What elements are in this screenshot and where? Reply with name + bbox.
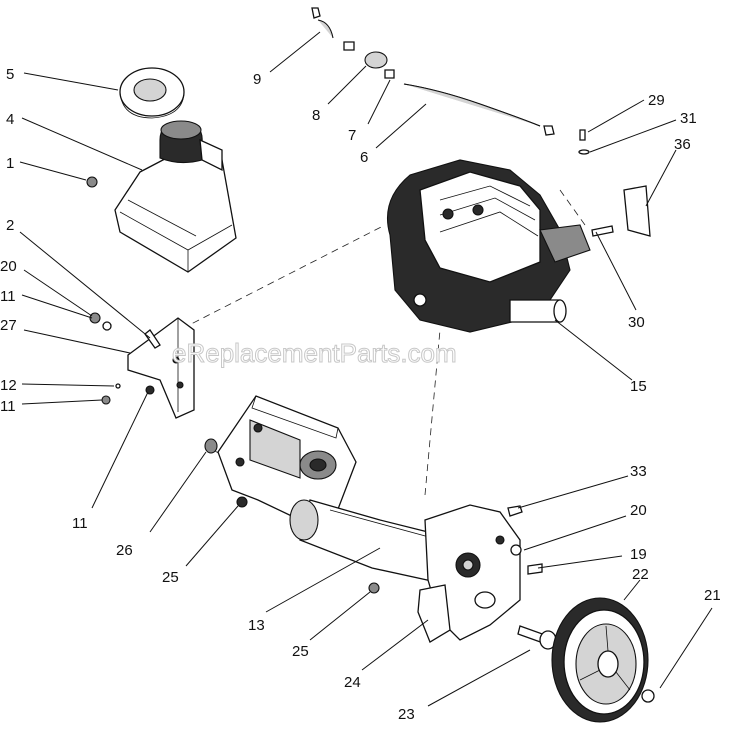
callout-19: 19 xyxy=(630,546,647,563)
callout-25-right: 25 xyxy=(292,643,309,660)
callout-20-left: 20 xyxy=(0,258,17,275)
part-24-bracket xyxy=(417,584,451,643)
callout-13: 13 xyxy=(248,617,265,634)
part-27-bracket xyxy=(127,317,195,419)
callout-12: 12 xyxy=(0,377,17,394)
right-top-hardware xyxy=(578,129,651,237)
callout-2: 2 xyxy=(6,217,14,234)
callout-5: 5 xyxy=(6,66,14,83)
callout-20-right: 20 xyxy=(630,502,647,519)
fuel-line-assembly xyxy=(311,7,555,136)
callout-22: 22 xyxy=(632,566,649,583)
watermark: eReplacementParts.com xyxy=(172,338,457,368)
callout-23: 23 xyxy=(398,706,415,723)
part-15-engine xyxy=(386,159,591,333)
callout-6: 6 xyxy=(360,149,368,166)
callout-11-lower: 11 xyxy=(0,398,16,415)
callout-9: 9 xyxy=(253,71,261,88)
callout-11-bottom: 11 xyxy=(72,515,88,532)
callout-labels: 5 4 1 2 20 11 27 12 11 11 26 25 13 25 24… xyxy=(0,66,721,723)
callout-7: 7 xyxy=(348,127,356,144)
callout-31: 31 xyxy=(680,110,697,127)
callout-30: 30 xyxy=(628,314,645,331)
part-13-housing xyxy=(217,395,461,586)
part-4-fuel-tank xyxy=(114,120,237,273)
part-22-wheel xyxy=(551,597,649,723)
part-5-cap-ring xyxy=(119,67,185,119)
callout-8: 8 xyxy=(312,107,320,124)
leader-lines xyxy=(19,31,713,707)
callout-25-left: 25 xyxy=(162,569,179,586)
part-1-nut xyxy=(86,176,98,188)
callout-11-upper: 11 xyxy=(0,288,16,305)
right-side-plate xyxy=(424,504,521,641)
callout-27: 27 xyxy=(0,317,17,334)
callout-26: 26 xyxy=(116,542,133,559)
callout-36: 36 xyxy=(674,136,691,153)
callout-21: 21 xyxy=(704,587,721,604)
callout-24: 24 xyxy=(344,674,361,691)
callout-33: 33 xyxy=(630,463,647,480)
callout-15: 15 xyxy=(630,378,647,395)
lower-hardware xyxy=(204,438,557,650)
part-21-nut xyxy=(641,689,655,703)
callout-29: 29 xyxy=(648,92,665,109)
callout-4: 4 xyxy=(6,111,14,128)
callout-1: 1 xyxy=(6,155,14,172)
